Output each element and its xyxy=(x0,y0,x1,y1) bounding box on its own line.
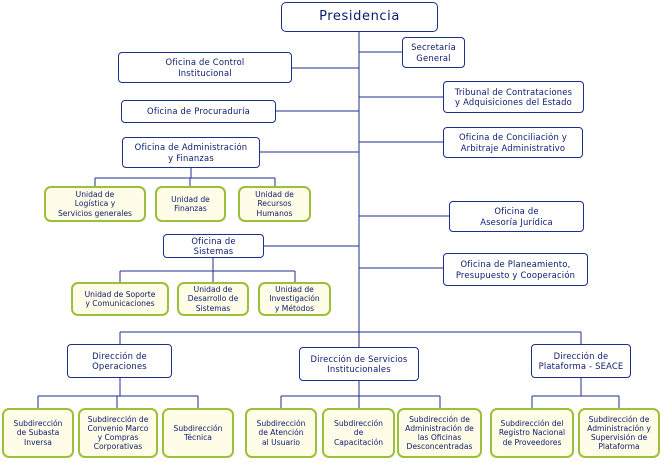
unidad-logistica: Unidad de Logística y Servicios generale… xyxy=(44,186,146,222)
subdireccion-oficinas-desconcentradas: Subdirección de Administración de las Of… xyxy=(397,408,482,458)
unidad-investigacion-metodos: Unidad de Investigación y Métodos xyxy=(258,282,331,316)
oficina-control-institucional: Oficina de Control Institucional xyxy=(118,52,292,83)
subdireccion-capacitacion: Subdirección de Capacitación xyxy=(322,408,395,458)
secretaria-general: Secretaría General xyxy=(402,37,465,68)
direccion-operaciones: Dirección de Operaciones xyxy=(67,344,172,378)
oficina-planeamiento-presupuesto: Oficina de Planeamiento, Presupuesto y C… xyxy=(443,253,588,286)
subdireccion-tecnica: Subdirección Técnica xyxy=(162,408,234,458)
unidad-finanzas: Unidad de Finanzas xyxy=(155,186,226,222)
oficina-procuraduria: Oficina de Procuraduría xyxy=(121,100,276,123)
oficina-sistemas: Oficina de Sistemas xyxy=(163,234,264,258)
unidad-recursos-humanos: Unidad de Recursos Humanos xyxy=(238,186,311,222)
direccion-servicios-institucionales: Dirección de Servicios Institucionales xyxy=(299,347,419,381)
unidad-desarrollo-sistemas: Unidad de Desarrollo de Sistemas xyxy=(177,282,249,316)
subdireccion-convenio-marco: Subdirección de Convenio Marco y Compras… xyxy=(78,408,158,458)
unidad-soporte-comunicaciones: Unidad de Soporte y Comunicaciones xyxy=(71,282,169,316)
oficina-conciliacion-arbitraje: Oficina de Conciliación y Arbitraje Admi… xyxy=(443,127,583,158)
oficina-asesoria-juridica: Oficina de Asesoría Jurídica xyxy=(449,201,584,232)
subdireccion-atencion-usuario: Subdirección de Atención al Usuario xyxy=(245,408,317,458)
presidencia-box: Presidencia xyxy=(281,2,438,32)
direccion-plataforma-seace: Dirección de Plataforma - SEACE xyxy=(531,344,631,378)
tribunal-contrataciones: Tribunal de Contrataciones y Adquisicion… xyxy=(443,81,584,113)
subdireccion-supervision-plataforma: Subdirección de Administración y Supervi… xyxy=(578,408,660,458)
subdireccion-subasta-inversa: Subdirección de Subasta Inversa xyxy=(2,408,74,458)
oficina-administracion-finanzas: Oficina de Administración y Finanzas xyxy=(122,137,260,168)
subdireccion-registro-proveedores: Subdirección del Registro Nacional de Pr… xyxy=(490,408,574,458)
